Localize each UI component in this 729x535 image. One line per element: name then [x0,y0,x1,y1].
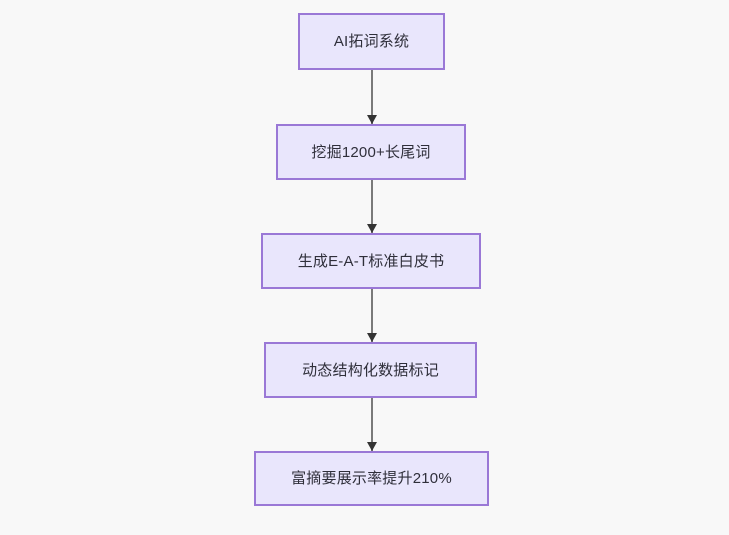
flow-node-label: AI拓词系统 [333,33,410,50]
flow-node-label: 生成E-A-T标准白皮书 [297,252,445,270]
flow-node-rich-snippet-rate-increase[interactable]: 富摘要展示率提升210% [254,451,489,506]
flow-edge-line [371,70,373,124]
flow-node-mine-longtail-keywords[interactable]: 挖掘1200+长尾词 [276,124,466,180]
flow-edge-line [371,180,373,233]
arrow-head-icon [367,224,377,233]
arrow-head-icon [367,333,377,342]
arrow-head-icon [367,442,377,451]
arrow-head-icon [367,115,377,124]
flow-node-generate-eat-whitepaper[interactable]: 生成E-A-T标准白皮书 [261,233,481,289]
flow-node-label: 富摘要展示率提升210% [291,470,452,487]
flow-edge-line [371,398,373,451]
flow-node-ai-keyword-system[interactable]: AI拓词系统 [298,13,445,70]
flow-node-label: 挖掘1200+长尾词 [311,143,431,161]
flow-node-label: 动态结构化数据标记 [302,361,439,379]
flow-edge-line [371,289,373,342]
flow-node-dynamic-structured-data-markup[interactable]: 动态结构化数据标记 [264,342,477,398]
